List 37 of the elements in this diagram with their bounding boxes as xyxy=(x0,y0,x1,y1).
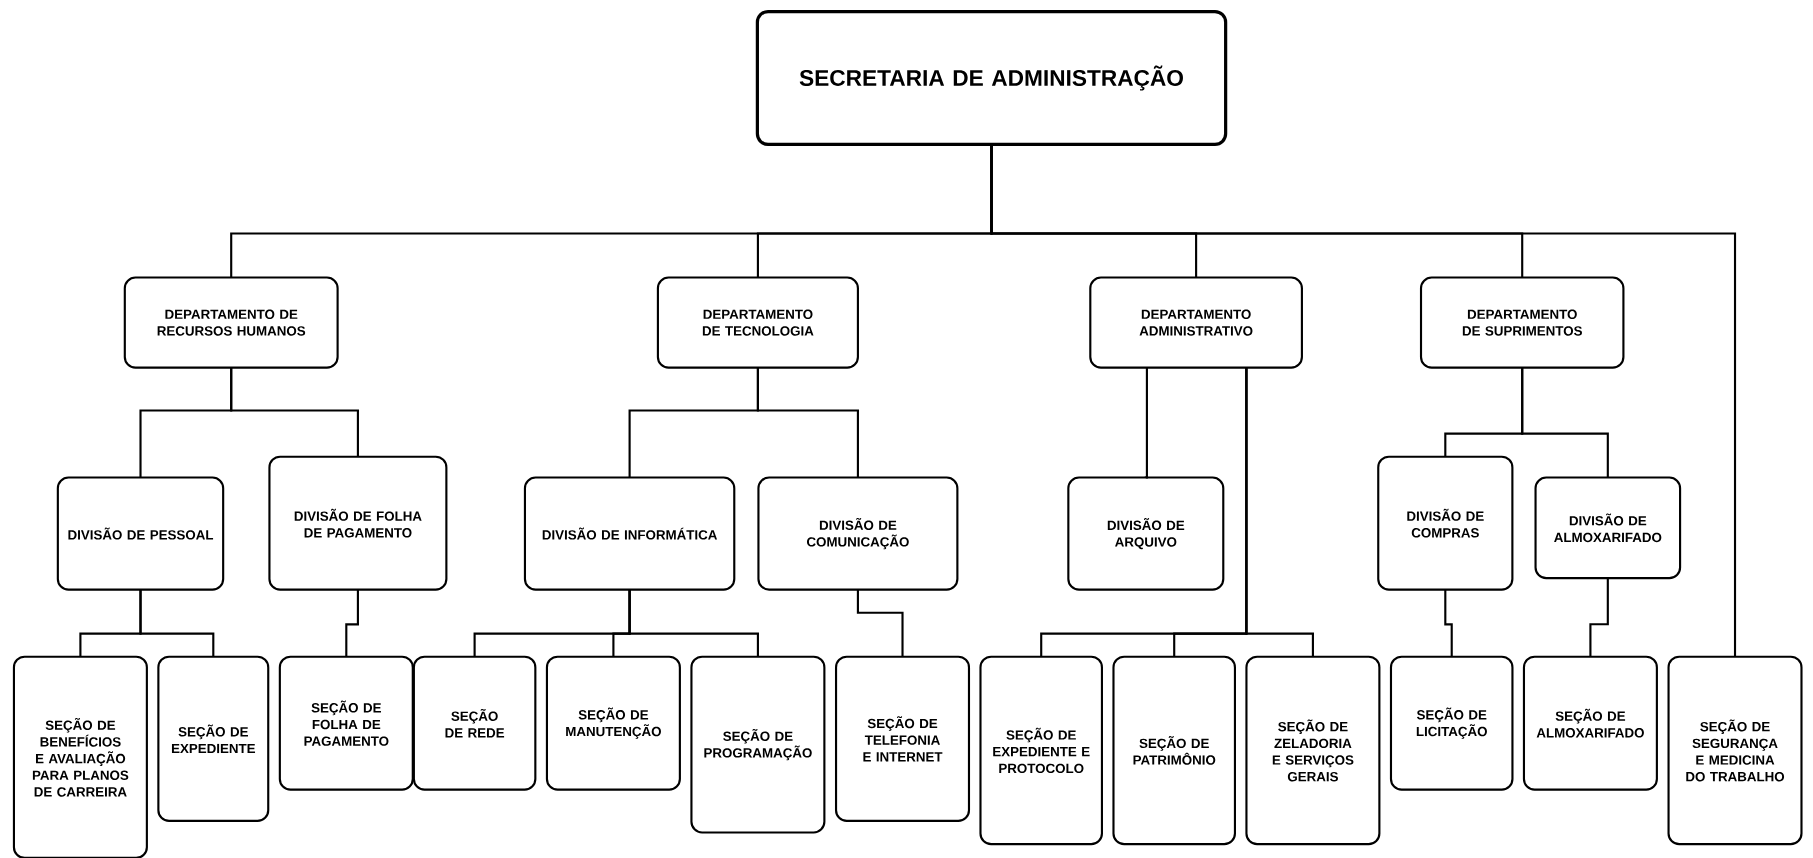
unit-box: SEÇÃO DE TELEFONIA E INTERNET xyxy=(835,655,971,822)
connector-line xyxy=(1144,367,1148,479)
connector-line xyxy=(1245,367,1314,657)
unit-box: SEÇÃO DE MANUTENÇÃO xyxy=(545,655,681,791)
connector-line xyxy=(628,589,759,657)
unit-box: SEÇÃO DE ALMOXARIFADO xyxy=(1522,655,1658,791)
unit-box: DEPARTAMENTO ADMINISTRATIVO xyxy=(1089,276,1303,369)
unit-box: DIVISÃO DE INFORMÁTICA xyxy=(523,476,736,591)
unit-box: DIVISÃO DE COMUNICAÇÃO xyxy=(757,476,959,591)
unit-box: DEPARTAMENTO DE SUPRIMENTOS xyxy=(1419,276,1625,369)
unit-box: SEÇÃO DE SEGURANÇA E MEDICINA DO TRABALHO xyxy=(1667,655,1803,846)
unit-box: DIVISÃO DE PESSOAL xyxy=(56,476,225,591)
unit-box: DIVISÃO DE FOLHA DE PAGAMENTO xyxy=(268,455,448,591)
unit-box: SEÇÃO DE LICITAÇÃO xyxy=(1389,655,1514,791)
connector-line xyxy=(1444,589,1453,657)
unit-box: SEÇÃO DE ZELADORIA E SERVIÇOS GERAIS xyxy=(1245,655,1381,846)
connector-line xyxy=(1589,578,1609,657)
unit-box: SEÇÃO DE FOLHA DE PAGAMENTO xyxy=(278,655,414,791)
unit-box: DEPARTAMENTO DE TECNOLOGIA xyxy=(656,276,859,369)
unit-box: SEÇÃO DE PATRIMÔNIO xyxy=(1112,655,1236,846)
title-box: SECRETARIA DE ADMINISTRAÇÃO xyxy=(755,9,1228,147)
connector-line xyxy=(756,367,859,478)
unit-box: SEÇÃO DE EXPEDIENTE xyxy=(157,655,270,822)
unit-box: SEÇÃO DE PROGRAMAÇÃO xyxy=(690,655,826,834)
connector-line xyxy=(1521,367,1609,478)
unit-box: DIVISÃO DE COMPRAS xyxy=(1377,455,1514,591)
connector-line xyxy=(139,589,215,657)
connector-line xyxy=(345,589,359,657)
unit-box: SEÇÃO DE EXPEDIENTE E PROTOCOLO xyxy=(979,655,1103,846)
unit-box: DEPARTAMENTO DE RECURSOS HUMANOS xyxy=(123,276,339,369)
unit-box: DIVISÃO DE ALMOXARIFADO xyxy=(1534,476,1682,580)
unit-box: SEÇÃO DE BENEFÍCIOS E AVALIAÇÃO PARA PLANOS DE CARREIRA xyxy=(12,655,148,858)
connector-line xyxy=(230,367,359,457)
unit-box: SEÇÃO DE REDE xyxy=(412,655,537,791)
connector-line xyxy=(990,144,1737,657)
connector-line xyxy=(856,589,904,657)
unit-box: DIVISÃO DE ARQUIVO xyxy=(1067,476,1225,591)
